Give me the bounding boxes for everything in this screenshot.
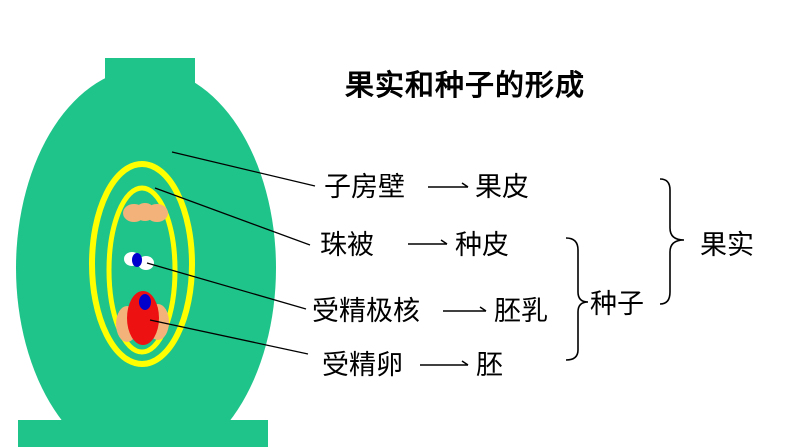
fertilized-egg xyxy=(127,291,159,345)
label-fertilized-polar-nuclei: 受精极核 xyxy=(312,296,420,327)
fertilized-polar-nucleus xyxy=(132,253,142,267)
leader-fertilized-egg xyxy=(149,319,309,355)
ovary-base xyxy=(18,420,268,447)
page-title: 果实和种子的形成 xyxy=(345,68,586,102)
egg-nucleus xyxy=(139,294,151,310)
arrow-row-2 xyxy=(408,239,448,245)
label-integument: 珠被 xyxy=(320,230,374,261)
fruit-bracket xyxy=(659,178,685,305)
arrows xyxy=(408,182,487,366)
arrow-row-1 xyxy=(428,182,469,188)
arrow-row-3 xyxy=(443,306,487,312)
label-embryo: 胚 xyxy=(476,350,503,381)
outer-integument xyxy=(89,161,195,367)
label-seed-coat: 种皮 xyxy=(455,230,509,261)
leader-ovary-wall xyxy=(171,151,316,187)
arrow-row-4 xyxy=(420,360,469,366)
egg-apparatus xyxy=(116,291,169,345)
brackets xyxy=(565,178,685,361)
label-fertilized-egg: 受精卵 xyxy=(322,350,403,381)
leader-lines xyxy=(146,151,316,355)
inner-integument xyxy=(106,185,178,355)
polar-nuclei xyxy=(124,252,154,270)
label-endosperm: 胚乳 xyxy=(494,296,548,327)
label-fruit: 果实 xyxy=(700,230,754,261)
leader-polar-nuclei xyxy=(146,262,307,310)
ovary-illustration xyxy=(16,58,276,447)
leader-integument xyxy=(154,187,311,246)
label-pericarp: 果皮 xyxy=(475,172,529,203)
label-ovary-wall: 子房壁 xyxy=(324,172,405,203)
seed-bracket xyxy=(565,237,589,361)
antipodal-cells xyxy=(123,203,168,222)
label-seed: 种子 xyxy=(590,289,644,320)
